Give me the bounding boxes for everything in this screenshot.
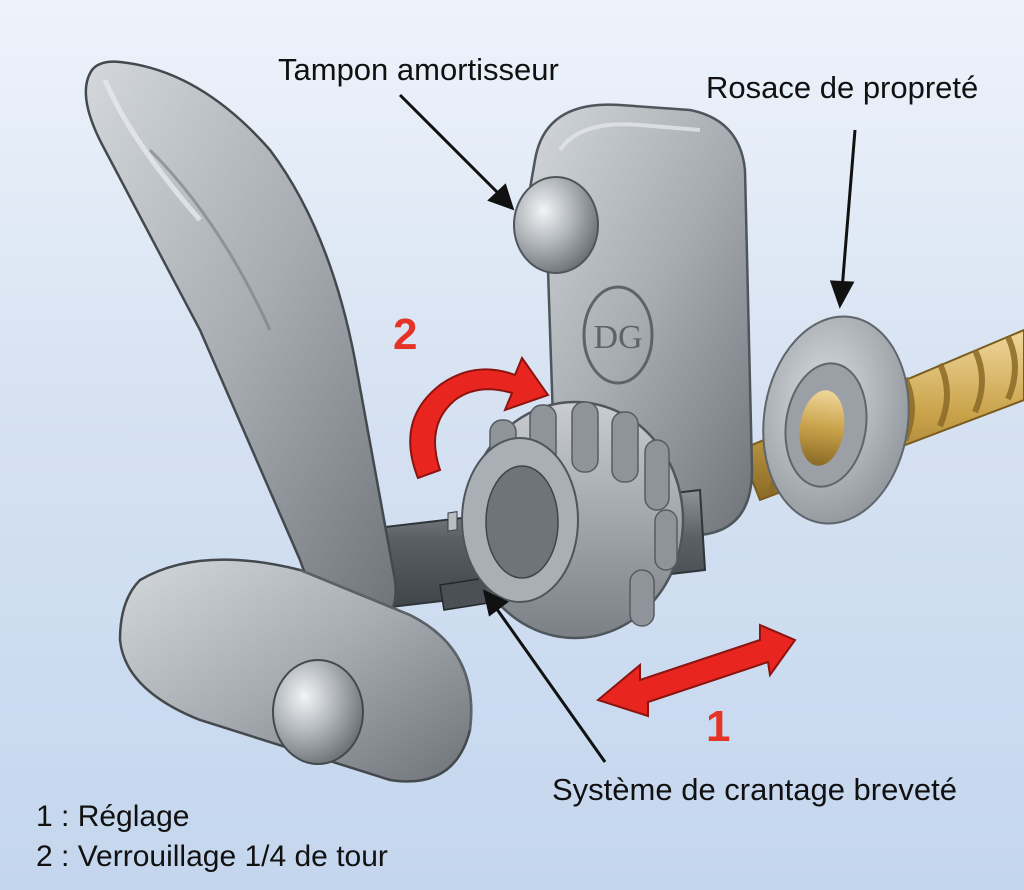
legend-line-2: 2 : Verrouillage 1/4 de tour xyxy=(36,840,388,873)
dg-logo: DG xyxy=(582,285,654,385)
label-rosace-de-proprete: Rosace de propreté xyxy=(706,70,979,105)
handle-lever xyxy=(84,60,397,627)
marker-step-2: 2 xyxy=(393,310,418,359)
svg-text:DG: DG xyxy=(593,319,642,356)
legend-line-1: 1 : Réglage xyxy=(36,800,190,833)
marker-step-1: 1 xyxy=(706,702,731,751)
base-dome xyxy=(272,659,364,765)
knurled-nut xyxy=(461,400,685,640)
rotation-arrow xyxy=(409,355,550,480)
rosace-washer xyxy=(762,315,910,525)
double-arrow xyxy=(595,623,797,718)
label-tampon-amortisseur: Tampon amortisseur xyxy=(278,52,559,87)
leader-lines xyxy=(398,93,857,763)
tampon-dome xyxy=(513,176,599,274)
label-systeme-de-crantage: Système de crantage breveté xyxy=(552,772,957,807)
